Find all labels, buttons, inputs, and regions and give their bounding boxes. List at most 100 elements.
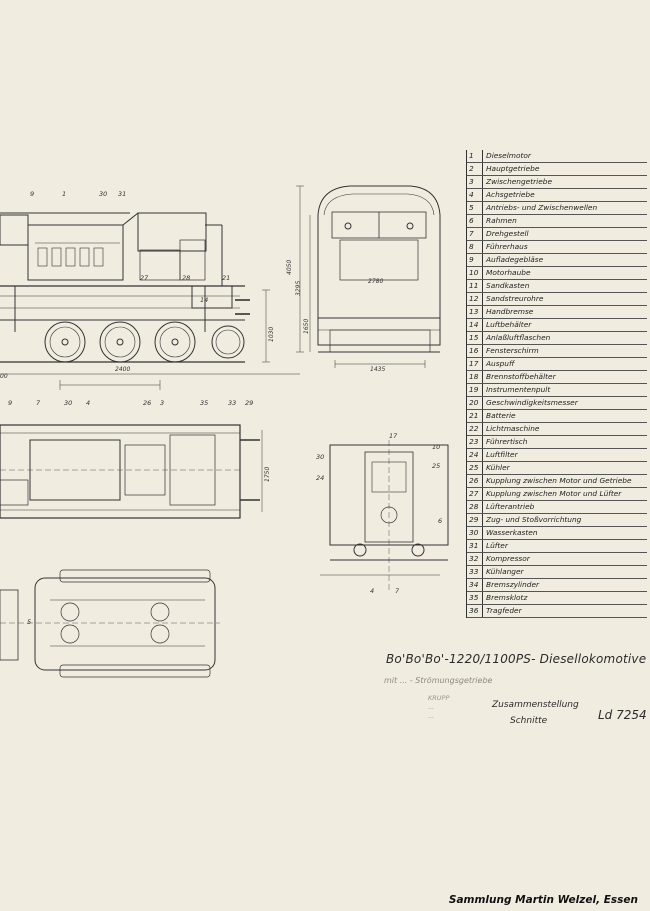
drawing-number: Ld 7254 <box>598 708 647 722</box>
front-view <box>296 185 441 368</box>
callout: 30 <box>99 190 108 198</box>
callout: 24 <box>316 474 325 482</box>
legend-label: Aufladegebläse <box>486 255 544 264</box>
dim-height-body: 3295 <box>295 280 302 296</box>
callout: 4 <box>370 587 375 595</box>
callout: 1 <box>62 190 67 198</box>
legend-number: 22 <box>467 423 483 435</box>
legend-label: Hauptgetriebe <box>486 164 540 173</box>
callout: 25 <box>432 462 441 470</box>
legend-label: Zug- und Stoßvorrichtung <box>486 515 582 524</box>
legend-label: Bremsklotz <box>486 593 528 602</box>
legend-label: Auspuff <box>486 359 515 368</box>
dim-height-axle: 1030 <box>268 326 275 342</box>
legend-label: Lichtmaschine <box>486 424 540 433</box>
legend-label: Handbremse <box>486 307 534 316</box>
callout: 6 <box>438 517 443 525</box>
legend-label: Brennstoffbehälter <box>486 372 556 381</box>
cross-section <box>320 440 449 590</box>
legend-number: 23 <box>467 436 483 448</box>
legend-label: Tragfeder <box>486 606 522 615</box>
callout: 29 <box>245 399 254 407</box>
legend-number: 34 <box>467 579 483 591</box>
legend-label: Zwischengetriebe <box>486 177 553 186</box>
assembly-label: Zusammenstellung <box>492 700 579 710</box>
callout: 4 <box>86 399 91 407</box>
legend-number: 17 <box>467 358 483 370</box>
legend-number: 14 <box>467 319 483 331</box>
legend-number: 11 <box>467 280 483 292</box>
legend-label: Kompressor <box>486 554 530 563</box>
legend-number: 26 <box>467 475 483 487</box>
dim-height-total: 4050 <box>286 259 293 275</box>
legend-label: Kupplung zwischen Motor und Getriebe <box>486 476 632 485</box>
dim-height-buffer: 1650 <box>303 318 310 334</box>
stamp-line: KRUPP <box>428 694 450 702</box>
callout: 30 <box>64 399 73 407</box>
legend-number: 31 <box>467 540 483 552</box>
legend-number: 30 <box>467 527 483 539</box>
dim-left-cut: 00 <box>0 373 8 380</box>
dim-width-frame: 1750 <box>264 466 271 482</box>
legend-number: 18 <box>467 371 483 383</box>
legend-number: 5 <box>467 202 483 214</box>
legend-number: 15 <box>467 332 483 344</box>
legend-label: Geschwindigkeitsmesser <box>486 398 578 407</box>
legend-number: 6 <box>467 215 483 227</box>
callout: 10 <box>432 443 441 451</box>
dim-wheelbase: 2400 <box>115 366 131 373</box>
legend-label: Antriebs- und Zwischenwellen <box>486 203 598 212</box>
callout: 9 <box>8 399 13 407</box>
legend-number: 12 <box>467 293 483 305</box>
legend-number: 2 <box>467 163 483 175</box>
legend-number: 16 <box>467 345 483 357</box>
callout: 9 <box>30 190 35 198</box>
legend-label: Wasserkasten <box>486 528 538 537</box>
legend-number: 28 <box>467 501 483 513</box>
legend-number: 29 <box>467 514 483 526</box>
legend-number: 32 <box>467 553 483 565</box>
callout: 7 <box>36 399 41 407</box>
legend-label: Fensterschirm <box>486 346 539 355</box>
legend-label: Kupplung zwischen Motor und Lüfter <box>486 489 622 498</box>
callout: 3 <box>160 399 165 407</box>
drawing-subtitle: mit ... - Strömungsgetriebe <box>384 676 493 685</box>
callout: 33 <box>228 399 237 407</box>
legend-number: 24 <box>467 449 483 461</box>
legend-label: Achsgetriebe <box>486 190 535 199</box>
callout: 7 <box>395 587 400 595</box>
legend-number: 33 <box>467 566 483 578</box>
legend-label: Rahmen <box>486 216 517 225</box>
legend-number: 13 <box>467 306 483 318</box>
side-elevation <box>0 212 300 390</box>
legend-number: 27 <box>467 488 483 500</box>
legend-number: 21 <box>467 410 483 422</box>
stamp-line: ... <box>428 703 435 711</box>
legend-label: Motorhaube <box>486 268 531 277</box>
legend-label: Luftfilter <box>486 450 518 459</box>
callout: 26 <box>143 399 152 407</box>
maker-stamp: KRUPP ... ... <box>428 694 449 721</box>
